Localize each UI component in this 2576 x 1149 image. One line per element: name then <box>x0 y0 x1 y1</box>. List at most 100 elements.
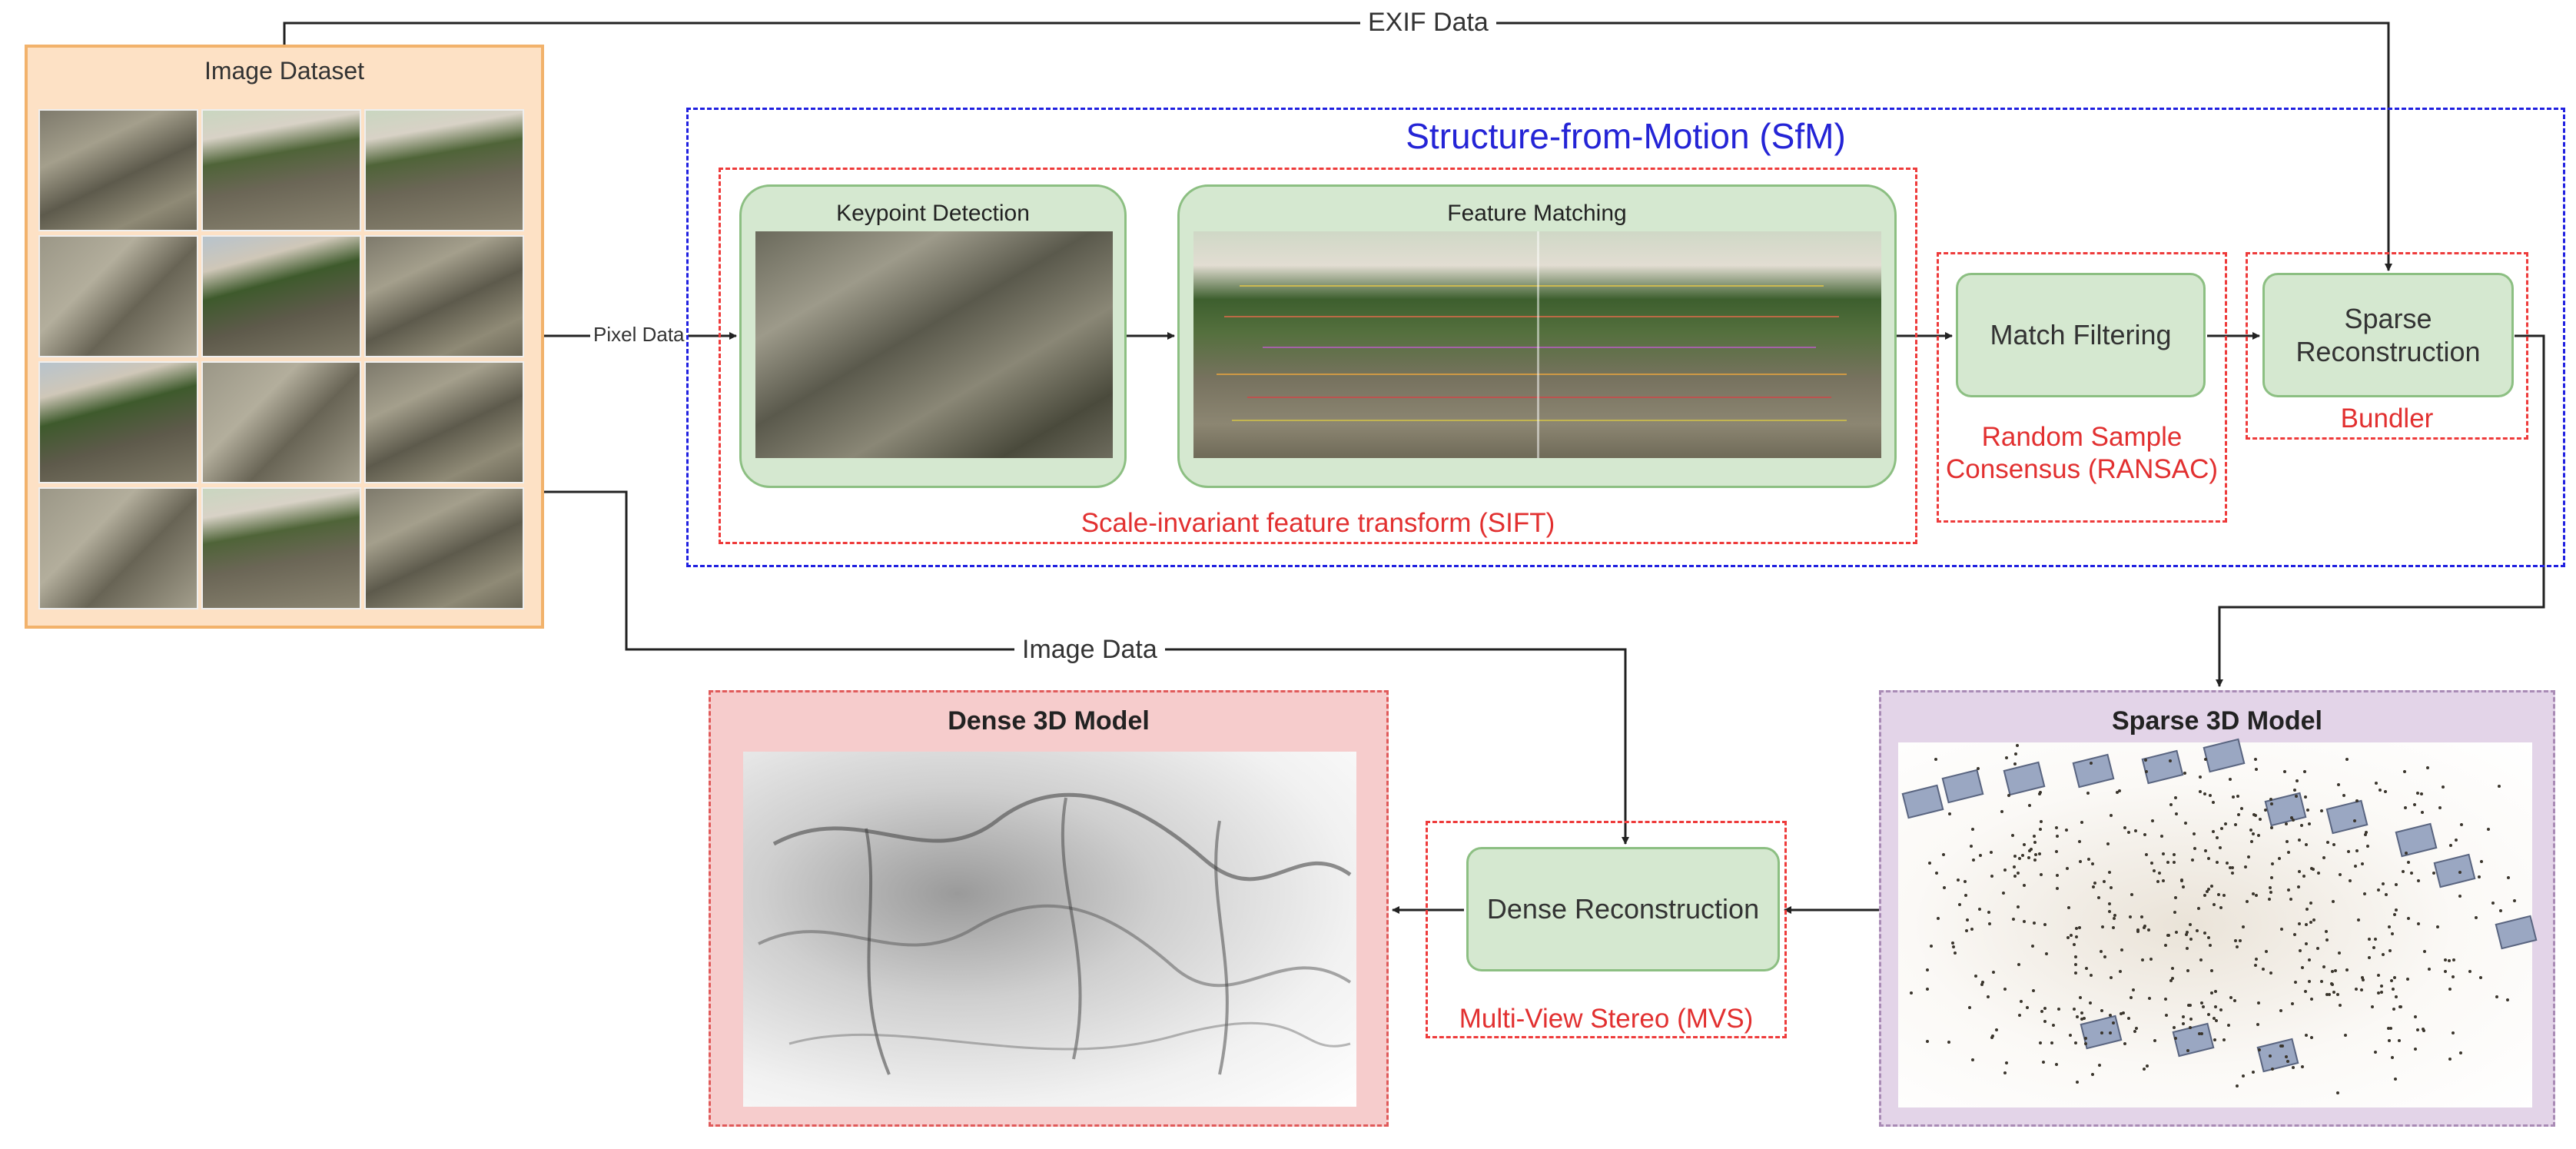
point-cloud-dot <box>2507 876 2510 879</box>
point-cloud-dot <box>2153 1039 2156 1042</box>
point-cloud-dot <box>1990 875 1993 878</box>
point-cloud-dot <box>2366 845 2369 848</box>
point-cloud-dot <box>1926 1040 1929 1043</box>
point-cloud-dot <box>2145 770 2148 773</box>
dense-3d-model-title: Dense 3D Model <box>948 706 1150 736</box>
point-cloud-dot <box>2189 1026 2192 1029</box>
point-cloud-dot <box>1978 908 1981 911</box>
point-cloud-dot <box>2066 867 2069 870</box>
point-cloud-dot <box>2203 894 2206 897</box>
dense-model-render <box>743 752 1356 1107</box>
point-cloud-dot <box>2207 857 2210 860</box>
point-cloud-dot <box>2407 917 2410 920</box>
point-cloud-dot <box>2033 841 2037 844</box>
point-cloud-dot <box>2380 985 2383 988</box>
point-cloud-dot <box>2056 887 2059 890</box>
point-cloud-dot <box>2220 827 2223 830</box>
point-cloud-dot <box>2227 1024 2230 1027</box>
point-cloud-dot <box>2229 778 2232 781</box>
point-cloud-dot <box>2365 831 2368 834</box>
point-cloud-dot <box>2305 908 2309 911</box>
point-cloud-dot <box>2027 856 2030 859</box>
point-cloud-dot <box>2423 950 2426 953</box>
point-cloud-dot <box>1934 758 1937 761</box>
exif-wire <box>283 22 2392 271</box>
point-cloud-dot <box>2499 909 2502 912</box>
point-cloud-dot <box>2135 1027 2138 1030</box>
point-cloud-dot <box>2030 848 2033 851</box>
point-cloud-dot <box>1947 1041 1950 1044</box>
point-cloud-dot <box>2240 807 2243 810</box>
point-cloud-dot <box>2247 855 2250 858</box>
point-cloud-dot <box>2042 1061 2045 1064</box>
point-cloud-dot <box>2448 988 2452 991</box>
point-cloud-dot <box>2250 840 2253 843</box>
mvs-label: Multi-View Stereo (MVS) <box>1459 1004 1754 1034</box>
point-cloud-dot <box>2392 988 2395 991</box>
point-cloud-dot <box>2392 1008 2395 1011</box>
point-cloud-dot <box>2028 804 2031 807</box>
point-cloud-dot <box>2149 958 2153 961</box>
point-cloud-dot <box>2040 873 2043 876</box>
image-dataset-panel: Image Dataset <box>25 45 544 629</box>
point-cloud-dot <box>2204 758 2207 761</box>
point-cloud-dot <box>2491 902 2495 905</box>
point-cloud-dot <box>1937 917 1940 920</box>
point-cloud-dot <box>2214 990 2217 993</box>
point-cloud-dot <box>2338 951 2341 955</box>
point-cloud-dot <box>2078 926 2081 929</box>
point-cloud-dot <box>2345 968 2349 971</box>
point-cloud-dot <box>2034 853 2037 856</box>
point-cloud-dot <box>2336 1091 2339 1094</box>
point-cloud-dot <box>2452 975 2455 978</box>
point-cloud-dot <box>1965 929 1968 932</box>
point-cloud-dot <box>2103 955 2106 958</box>
point-cloud-dot <box>2090 762 2093 765</box>
point-cloud-dot <box>2299 949 2302 952</box>
point-cloud-dot <box>2109 1014 2112 1017</box>
point-cloud-dot <box>2038 852 2041 855</box>
point-cloud-dot <box>2224 822 2227 825</box>
point-cloud-dot <box>1971 828 1974 831</box>
point-cloud-dot <box>2130 996 2133 999</box>
point-cloud-dot <box>2231 872 2234 875</box>
point-cloud-dot <box>2078 840 2081 843</box>
camera-pose <box>2395 822 2438 858</box>
point-cloud-dot <box>2186 947 2189 950</box>
point-cloud-dot <box>2184 822 2187 825</box>
point-cloud-dot <box>2003 1071 2007 1074</box>
bundler-label: Bundler <box>2340 403 2434 433</box>
point-cloud-dot <box>2207 936 2210 939</box>
point-cloud-dot <box>2310 867 2313 870</box>
point-cloud-dot <box>2426 766 2429 769</box>
point-cloud-dot <box>2368 938 2371 941</box>
point-cloud-dot <box>2175 931 2178 934</box>
point-cloud-dot <box>2118 789 2121 792</box>
point-cloud-dot <box>2143 926 2146 929</box>
point-cloud-dot <box>2295 795 2298 798</box>
point-cloud-dot <box>1958 903 1961 906</box>
point-cloud-dot <box>2173 853 2176 856</box>
point-cloud-dot <box>2326 841 2329 844</box>
point-cloud-dot <box>2399 1005 2402 1008</box>
point-cloud-dot <box>2189 1004 2192 1007</box>
point-cloud-dot <box>2110 976 2113 979</box>
camera-pose <box>2433 853 2476 888</box>
point-cloud-dot <box>2219 906 2222 909</box>
point-cloud-dot <box>2292 1066 2295 1069</box>
point-cloud-dot <box>2382 882 2385 885</box>
point-cloud-dot <box>2169 759 2172 762</box>
point-cloud-dot <box>2342 794 2345 797</box>
point-cloud-dot <box>2449 844 2452 847</box>
point-cloud-dot <box>2325 938 2329 941</box>
point-cloud-dot <box>1987 995 1990 998</box>
point-cloud-dot <box>2074 1041 2077 1044</box>
point-cloud-dot <box>2377 991 2380 995</box>
point-cloud-dot <box>2074 971 2077 975</box>
point-cloud-dot <box>2384 790 2387 793</box>
point-cloud-dot <box>1964 894 1967 897</box>
point-cloud-dot <box>2280 928 2283 931</box>
point-cloud-dot <box>2213 1017 2216 1020</box>
point-cloud-dot <box>2355 799 2359 802</box>
point-cloud-dot <box>2257 834 2260 837</box>
